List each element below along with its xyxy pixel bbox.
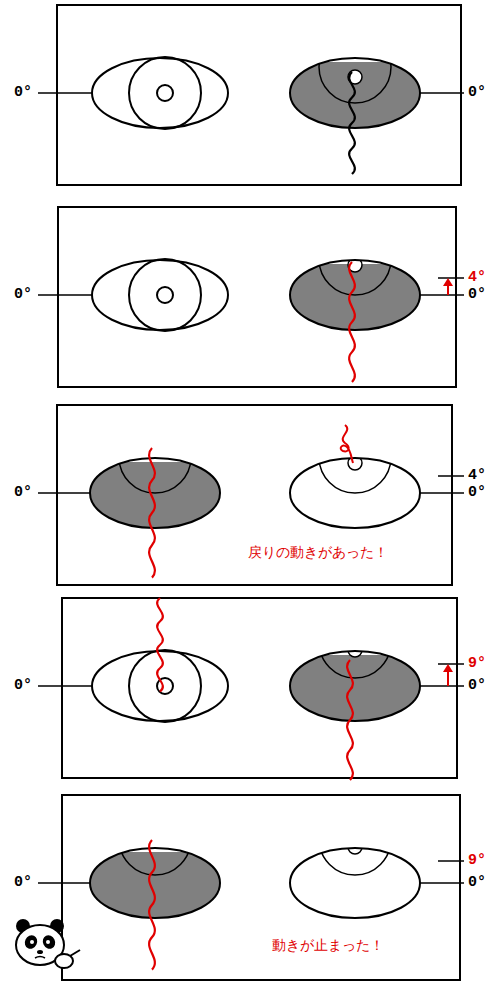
tick-line <box>38 92 92 94</box>
uncovered-eye <box>290 803 420 918</box>
angle-label: 0° <box>14 678 32 694</box>
tick-line <box>38 294 92 296</box>
open-eye <box>92 650 228 722</box>
tick-line <box>420 92 464 94</box>
shift-arrowhead <box>443 664 453 672</box>
tick-line <box>438 860 464 862</box>
angle-label: 0° <box>468 85 486 101</box>
cover-line <box>349 72 355 174</box>
angle-label: 0° <box>468 287 486 303</box>
tick-line <box>420 294 464 296</box>
iris <box>319 606 391 678</box>
angle-label: 9° <box>468 853 486 869</box>
panda-nose <box>37 950 43 954</box>
panel-frame <box>62 795 460 980</box>
panda-mouth <box>35 957 45 959</box>
eye-outline <box>290 848 420 918</box>
panel-frame <box>57 405 452 585</box>
return-movement <box>341 425 353 463</box>
tick-line <box>438 663 464 665</box>
cover-line <box>347 660 353 780</box>
panda-eye-patch <box>41 933 58 951</box>
angle-label: 9° <box>468 656 486 672</box>
tick-line <box>38 882 90 884</box>
pupil <box>157 287 173 303</box>
panda-eye-patch <box>23 933 40 951</box>
eye-outline <box>290 651 420 721</box>
iris <box>319 803 391 875</box>
tick-line <box>420 882 464 884</box>
panda-finger <box>70 950 80 956</box>
iris <box>129 650 201 722</box>
note-text: 動きが止まった！ <box>272 936 384 954</box>
iris <box>129 259 201 331</box>
eye-outline <box>90 458 220 528</box>
cover-line <box>149 448 155 578</box>
tick-line <box>438 475 464 477</box>
shift-arrow <box>447 285 449 295</box>
tick-line <box>38 685 92 687</box>
eye-outline <box>290 458 420 528</box>
angle-label: 0° <box>468 485 486 501</box>
tick-line <box>438 277 464 279</box>
angle-label: 0° <box>14 875 32 891</box>
tick-line <box>420 492 464 494</box>
panel-frame <box>62 598 457 778</box>
covered-eye <box>290 31 420 128</box>
panda-eye <box>30 940 34 944</box>
open-eye <box>92 259 228 331</box>
angle-label: 4° <box>468 270 486 286</box>
iris <box>129 57 201 129</box>
angle-label: 0° <box>14 287 32 303</box>
uncovered-eye <box>290 421 420 528</box>
angle-label: 0° <box>468 875 486 891</box>
cover-line <box>349 262 355 382</box>
shift-arrowhead <box>443 278 453 286</box>
tick-line <box>420 685 464 687</box>
panel-frame <box>57 5 461 185</box>
eye-outline <box>90 848 220 918</box>
panel-frame <box>58 207 456 387</box>
angle-label: 0° <box>468 678 486 694</box>
eye-shade <box>90 848 220 918</box>
eye-outline <box>92 651 228 721</box>
tick-line <box>38 492 90 494</box>
eye-outline <box>92 260 228 330</box>
eye-outline <box>92 58 228 128</box>
panda-eye <box>46 940 50 944</box>
eye-shade <box>290 651 420 721</box>
cover-line <box>157 598 163 692</box>
angle-label: 0° <box>14 485 32 501</box>
pupil <box>157 85 173 101</box>
note-text: 戻りの動きがあった！ <box>248 543 388 561</box>
open-eye <box>92 57 228 129</box>
covered-eye <box>290 606 420 721</box>
shift-arrow <box>447 671 449 686</box>
angle-label: 0° <box>14 85 32 101</box>
panda-mascot <box>16 919 80 968</box>
cover-line <box>149 840 155 970</box>
angle-label: 4° <box>468 468 486 484</box>
eye-white <box>290 848 420 918</box>
